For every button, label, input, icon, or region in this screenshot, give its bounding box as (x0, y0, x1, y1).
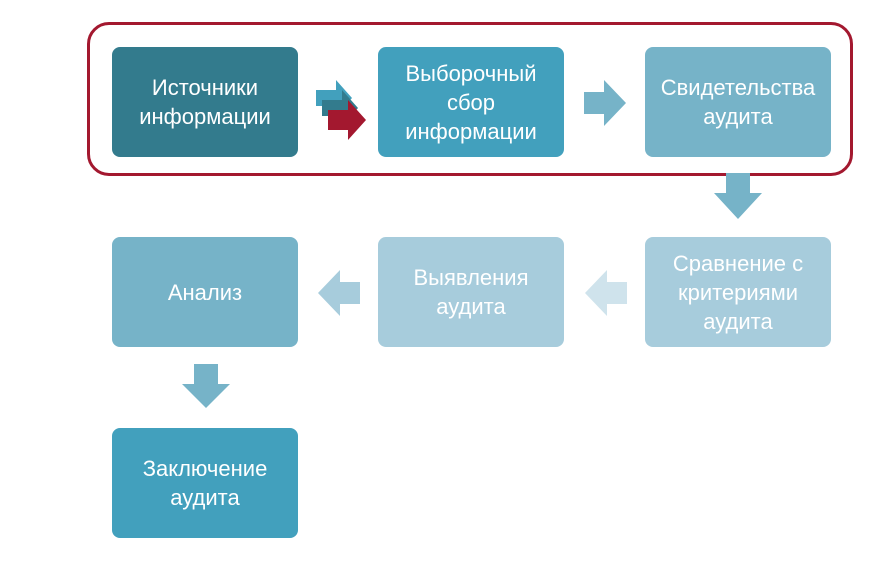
stacked-arrow-sources-to-sampling (316, 80, 366, 140)
node-audit-findings: Выявления аудита (378, 237, 564, 347)
arrow-right-icon (328, 100, 366, 140)
node-audit-evidence: Свидетельства аудита (645, 47, 831, 157)
arrow-comparison-to-findings (585, 270, 627, 316)
arrow-analysis-to-conclusion (182, 364, 230, 408)
highlight-frame (87, 22, 853, 176)
node-analysis: Анализ (112, 237, 298, 347)
node-information-sources: Источники информации (112, 47, 298, 157)
arrow-findings-to-analysis (318, 270, 360, 316)
node-sample-collection: Выборочный сбор информации (378, 47, 564, 157)
node-audit-conclusion: Заключение аудита (112, 428, 298, 538)
arrow-evidence-to-comparison (714, 173, 762, 219)
node-comparison-with-criteria: Сравнение с критериями аудита (645, 237, 831, 347)
arrow-sampling-to-evidence (584, 80, 626, 126)
